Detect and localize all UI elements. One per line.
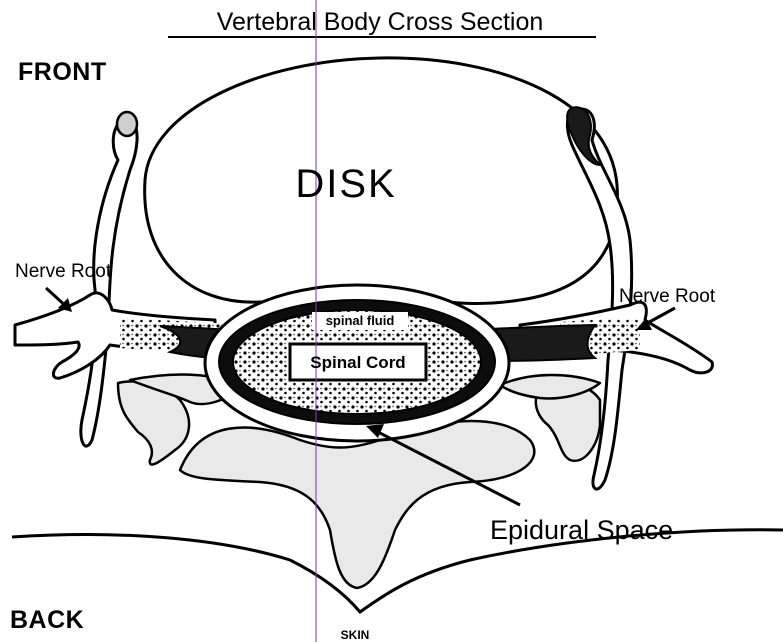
- disk-label: DISK: [295, 162, 396, 206]
- spinous-process: [180, 421, 534, 588]
- diagram-title: Vertebral Body Cross Section: [217, 8, 544, 36]
- left-nerve-root-label: Nerve Root: [15, 261, 112, 282]
- left-sheath-tip: [117, 112, 137, 136]
- front-label: FRONT: [18, 58, 107, 86]
- epidural-space-label: Epidural Space: [490, 515, 673, 545]
- spinal-cord-label: Spinal Cord: [310, 353, 405, 372]
- spinal-fluid-label: spinal fluid: [326, 313, 395, 328]
- skin-label: SKIN: [341, 628, 370, 642]
- right-nerve-root-label: Nerve Root: [619, 286, 716, 307]
- back-label: BACK: [10, 606, 84, 634]
